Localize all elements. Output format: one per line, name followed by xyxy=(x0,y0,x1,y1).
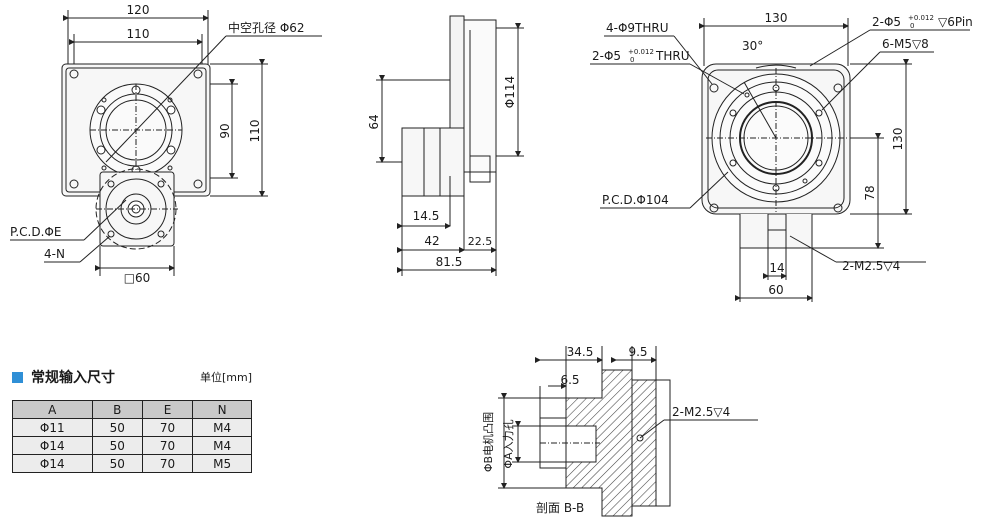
cell-b: 50 xyxy=(91,418,143,437)
thru5-tol-dn: 0 xyxy=(630,56,634,64)
front-view-labels: 120 110 中空孔径 Φ62 90 110 P.C.D.ΦE 4-N □60 xyxy=(10,3,305,285)
dim-60: 60 xyxy=(768,283,783,297)
cell-e: 70 xyxy=(141,436,194,455)
dim-14-5: 14.5 xyxy=(413,209,440,223)
thru5-label-b: THRU xyxy=(655,49,689,63)
square-60-label: □60 xyxy=(124,271,151,285)
header-e: E xyxy=(141,400,194,419)
cell-a: Φ14 xyxy=(12,454,93,473)
dim-34-5: 34.5 xyxy=(567,345,594,359)
cell-e: 70 xyxy=(141,418,194,437)
table-header-row: A B E N xyxy=(12,400,252,419)
cell-a: Φ11 xyxy=(12,418,93,437)
top-view-labels: 130 4-Φ9THRU 2-Φ5 +0.012 0 ▽6Pin 2-Φ5 +0… xyxy=(592,11,973,297)
pcd104-label: P.C.D.Φ104 xyxy=(602,193,669,207)
header-n: N xyxy=(192,400,252,419)
side-view xyxy=(376,15,524,276)
table-title: 常规输入尺寸 xyxy=(12,367,115,387)
square-icon xyxy=(12,371,23,383)
pin-label-a: 2-Φ5 xyxy=(872,15,901,29)
dim-110-right: 110 xyxy=(248,120,262,143)
dim-64: 64 xyxy=(367,114,381,129)
pin-label-b: ▽6Pin xyxy=(938,15,973,29)
dim-90: 90 xyxy=(218,123,232,138)
table-row: Φ14 50 70 M5 xyxy=(12,454,252,473)
dim-22-5: 22.5 xyxy=(468,235,493,248)
cell-e: 70 xyxy=(141,454,194,473)
cell-n: M4 xyxy=(192,436,252,455)
angle-30: 30° xyxy=(742,39,763,53)
dim-120: 120 xyxy=(127,3,150,17)
table-row: Φ14 50 70 M4 xyxy=(12,436,252,455)
section-view xyxy=(498,346,758,517)
phi-b-label: ΦB电机凸围 xyxy=(481,412,495,472)
dim-phi114: Φ114 xyxy=(503,76,517,108)
header-b: B xyxy=(91,400,143,419)
cell-n: M4 xyxy=(192,418,252,437)
phi-a-label: ΦA入力孔 xyxy=(502,419,515,468)
front-view xyxy=(10,10,322,276)
thru9-label: 4-Φ9THRU xyxy=(606,21,669,35)
input-size-table: A B E N Φ11 50 70 M4 Φ14 50 70 M4 Φ14 50 xyxy=(12,400,252,473)
dim-9-5: 9.5 xyxy=(628,345,647,359)
top-view xyxy=(590,18,970,302)
hollow-diameter-label: 中空孔径 Φ62 xyxy=(228,20,305,35)
dim-14: 14 xyxy=(769,261,784,275)
pcd-e-label: P.C.D.ΦE xyxy=(10,225,61,239)
n-label: 4-N xyxy=(44,247,65,261)
section-m25-label: 2-M2.5▽4 xyxy=(672,405,730,419)
cell-b: 50 xyxy=(91,436,143,455)
dim-110-top: 110 xyxy=(127,27,150,41)
cell-b: 50 xyxy=(91,454,143,473)
section-caption: 剖面 B-B xyxy=(536,501,584,515)
table-row: Φ11 50 70 M4 xyxy=(12,418,252,437)
cell-a: Φ14 xyxy=(12,436,93,455)
table-title-text: 常规输入尺寸 xyxy=(31,370,115,386)
dim-130-right: 130 xyxy=(891,128,905,151)
dim-78: 78 xyxy=(863,185,877,200)
input-size-table-panel: 常规输入尺寸 单位[mm] A B E N Φ11 50 70 M4 Φ14 5… xyxy=(12,366,252,473)
table-header-bar: 常规输入尺寸 单位[mm] xyxy=(12,366,252,388)
pin-tol-dn: 0 xyxy=(910,22,914,30)
side-view-labels: Φ114 64 14.5 42 22.5 81.5 xyxy=(367,76,517,269)
header-a: A xyxy=(12,400,93,419)
pin-tol-up: +0.012 xyxy=(908,14,934,22)
cell-n: M5 xyxy=(192,454,252,473)
dim-42: 42 xyxy=(424,234,439,248)
dim-130-top: 130 xyxy=(765,11,788,25)
section-view-labels: 34.5 9.5 6.5 2-M2.5▽4 ΦB电机凸围 ΦA入力孔 剖面 B-… xyxy=(481,345,730,515)
thru5-label-a: 2-Φ5 xyxy=(592,49,621,63)
dim-6-5: 6.5 xyxy=(560,373,579,387)
dim-81-5: 81.5 xyxy=(436,255,463,269)
m25-label: 2-M2.5▽4 xyxy=(842,259,900,273)
thru5-tol-up: +0.012 xyxy=(628,48,654,56)
m5-label: 6-M5▽8 xyxy=(882,37,929,51)
unit-label: 单位[mm] xyxy=(199,371,252,384)
